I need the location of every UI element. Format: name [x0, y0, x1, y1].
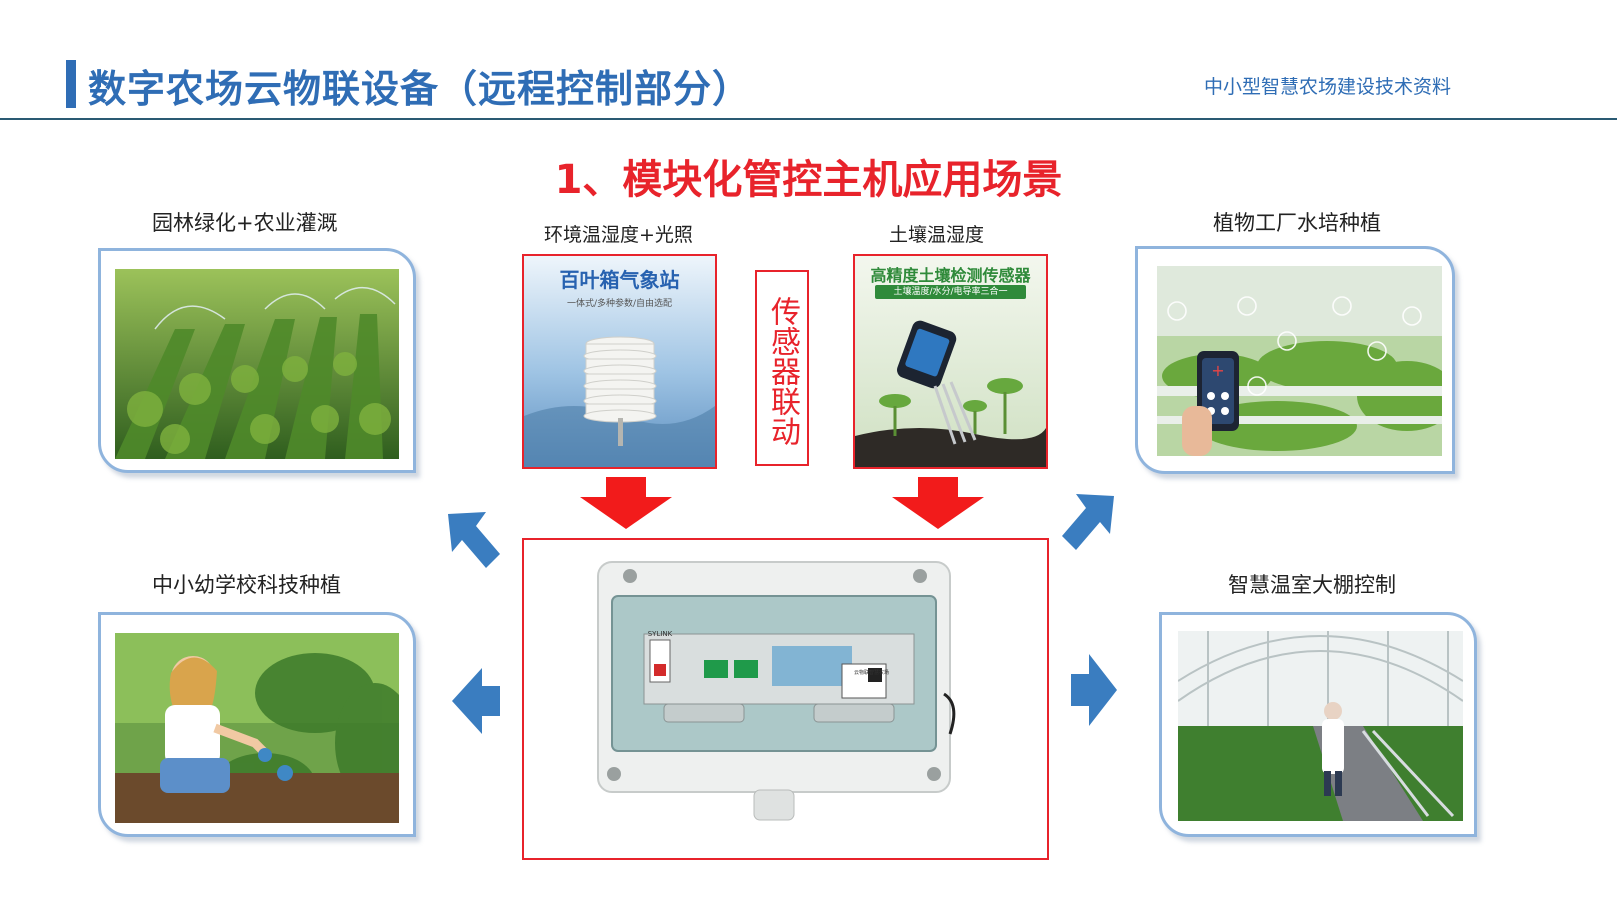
page-title: 数字农场云物联设备（远程控制部分）: [88, 67, 752, 111]
sensor-linkage-label: 传感器联动: [755, 270, 809, 466]
child-gardening-photo: [115, 633, 399, 823]
control-host-image: SYLINK 云物联智慧农场: [584, 554, 964, 848]
sensor-caption-environment: 环境温湿度+光照: [544, 224, 693, 246]
greenhouse-photo: [1178, 631, 1463, 821]
weather-station-card: 百叶箱气象站 一体式/多种参数/自由选配: [522, 254, 717, 469]
page-subtitle: 中小型智慧农场建设技术资料: [1204, 76, 1452, 98]
brand-tag: SYLINK: [648, 630, 673, 638]
scene-frame-school-planting: [98, 612, 416, 837]
arrow-right-icon: [1071, 654, 1117, 726]
qr-label: 云物联智慧农场: [854, 669, 889, 676]
soil-sensor-subtitle: 土壤温度/水分/电导率三合一: [875, 285, 1026, 299]
down-arrow-right-icon: [892, 477, 984, 529]
scene-label-school-planting: 中小幼学校科技种植: [152, 573, 341, 597]
arrow-up-left-icon: [448, 512, 500, 568]
down-arrow-left-icon: [580, 477, 672, 529]
soil-sensor-card: 高精度土壤检测传感器 土壤温度/水分/电导率三合一: [853, 254, 1048, 469]
scene-label-smart-greenhouse: 智慧温室大棚控制: [1228, 573, 1396, 597]
weather-station-image: [524, 256, 715, 467]
scene-label-garden-irrigation: 园林绿化+农业灌溉: [152, 211, 338, 235]
control-host-card: SYLINK 云物联智慧农场: [522, 538, 1049, 860]
hydroponic-photo: +: [1157, 266, 1442, 456]
weather-station-subtitle: 一体式/多种参数/自由选配: [566, 299, 673, 309]
arrow-up-right-icon: [1062, 494, 1114, 550]
svg-text:+: +: [1211, 361, 1224, 380]
section-heading: 1、模块化管控主机应用场景: [554, 157, 1063, 203]
scene-frame-plant-factory: +: [1135, 246, 1455, 474]
scene-frame-garden-irrigation: [98, 248, 416, 473]
title-accent-bar: [66, 60, 76, 108]
weather-station-title: 百叶箱气象站: [559, 268, 680, 292]
soil-sensor-title: 高精度土壤检测传感器: [870, 266, 1031, 285]
irrigation-field-photo: [115, 269, 399, 459]
sensor-caption-soil: 土壤温湿度: [889, 224, 985, 246]
header-divider: [0, 118, 1617, 120]
scene-label-plant-factory: 植物工厂水培种植: [1213, 211, 1381, 235]
arrow-left-icon: [452, 668, 500, 734]
scene-frame-smart-greenhouse: [1159, 612, 1477, 837]
